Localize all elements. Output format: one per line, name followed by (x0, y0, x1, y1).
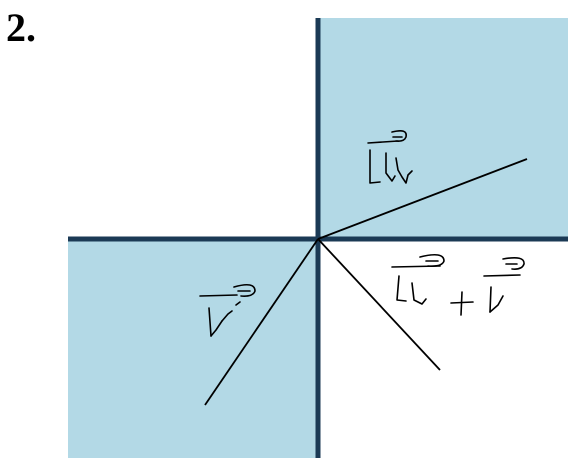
problem-number: 2. (6, 5, 36, 50)
label-v-handwritten (199, 283, 256, 337)
shaded-region-upper-right (318, 18, 568, 239)
label-sum-handwritten (391, 253, 525, 316)
vector-sum-line (317, 238, 441, 371)
vector-v-line (204, 238, 319, 406)
label-u-handwritten (367, 130, 413, 184)
vector-u-line (317, 158, 528, 240)
shaded-region-lower-left (68, 239, 318, 458)
